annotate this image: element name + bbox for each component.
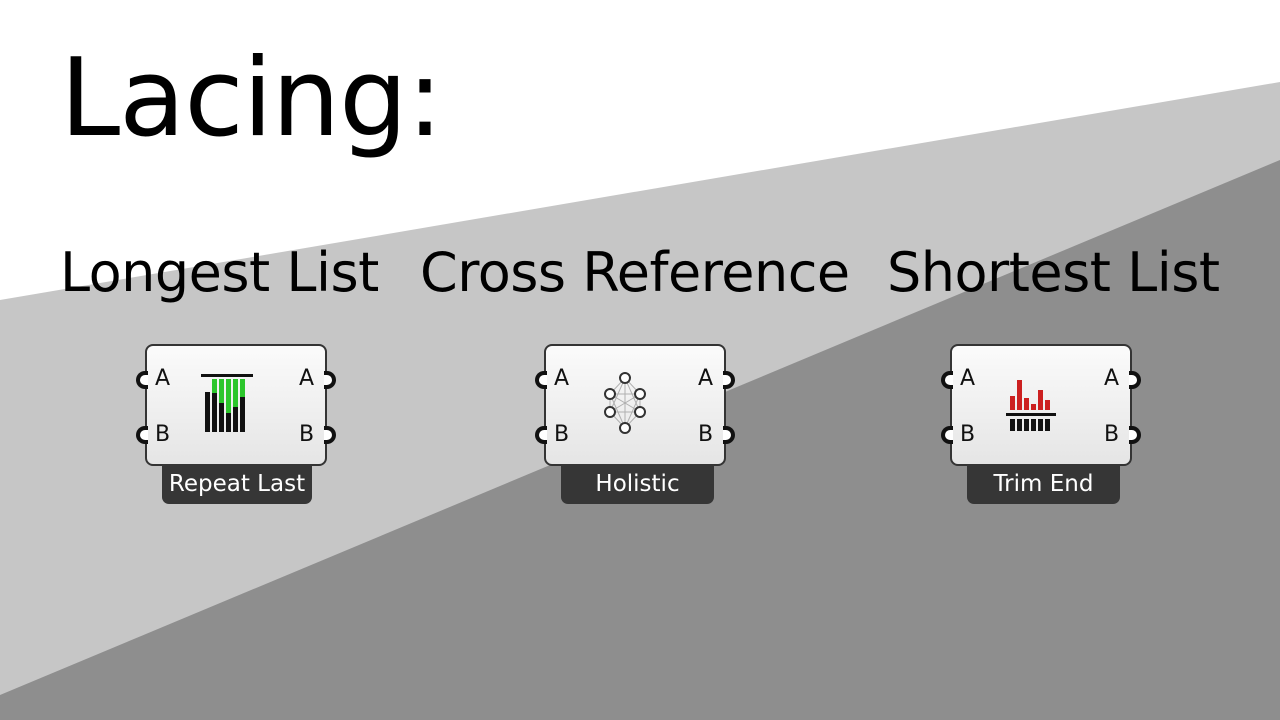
output-label-a: A (1104, 366, 1120, 391)
input-label-a: A (155, 366, 171, 391)
input-label-b: B (155, 422, 171, 447)
input-grip-b[interactable] (535, 426, 547, 444)
repeat-last-icon (201, 374, 253, 432)
output-grip-a[interactable] (324, 371, 336, 389)
input-label-a: A (960, 366, 976, 391)
heading-shortest-list: Shortest List (887, 241, 1220, 304)
output-grip-b[interactable] (723, 426, 735, 444)
output-grip-b[interactable] (1129, 426, 1141, 444)
output-grip-a[interactable] (1129, 371, 1141, 389)
nickname-tag: Repeat Last (162, 464, 312, 504)
output-label-b: B (299, 422, 315, 447)
nickname-tag: Trim End (967, 464, 1120, 504)
input-grip-a[interactable] (136, 371, 148, 389)
input-grip-b[interactable] (941, 426, 953, 444)
input-grip-a[interactable] (535, 371, 547, 389)
output-grip-a[interactable] (723, 371, 735, 389)
nickname-tag: Holistic (561, 464, 714, 504)
trim-end-icon (1006, 380, 1056, 431)
heading-longest-list: Longest List (60, 241, 379, 304)
component-repeat-last[interactable]: A B A B Repeat Last (133, 344, 365, 519)
component-trim-end[interactable]: A B A B Trim End (938, 344, 1170, 519)
output-label-a: A (698, 366, 714, 391)
heading-cross-reference: Cross Reference (420, 241, 850, 304)
component-holistic[interactable]: A B A B Holistic (532, 344, 764, 519)
output-label-a: A (299, 366, 315, 391)
input-label-b: B (960, 422, 976, 447)
input-label-a: A (554, 366, 570, 391)
holistic-icon (604, 372, 646, 434)
output-label-b: B (1104, 422, 1120, 447)
output-label-b: B (698, 422, 714, 447)
page-title: Lacing: (60, 36, 443, 161)
input-grip-b[interactable] (136, 426, 148, 444)
input-label-b: B (554, 422, 570, 447)
output-grip-b[interactable] (324, 426, 336, 444)
input-grip-a[interactable] (941, 371, 953, 389)
